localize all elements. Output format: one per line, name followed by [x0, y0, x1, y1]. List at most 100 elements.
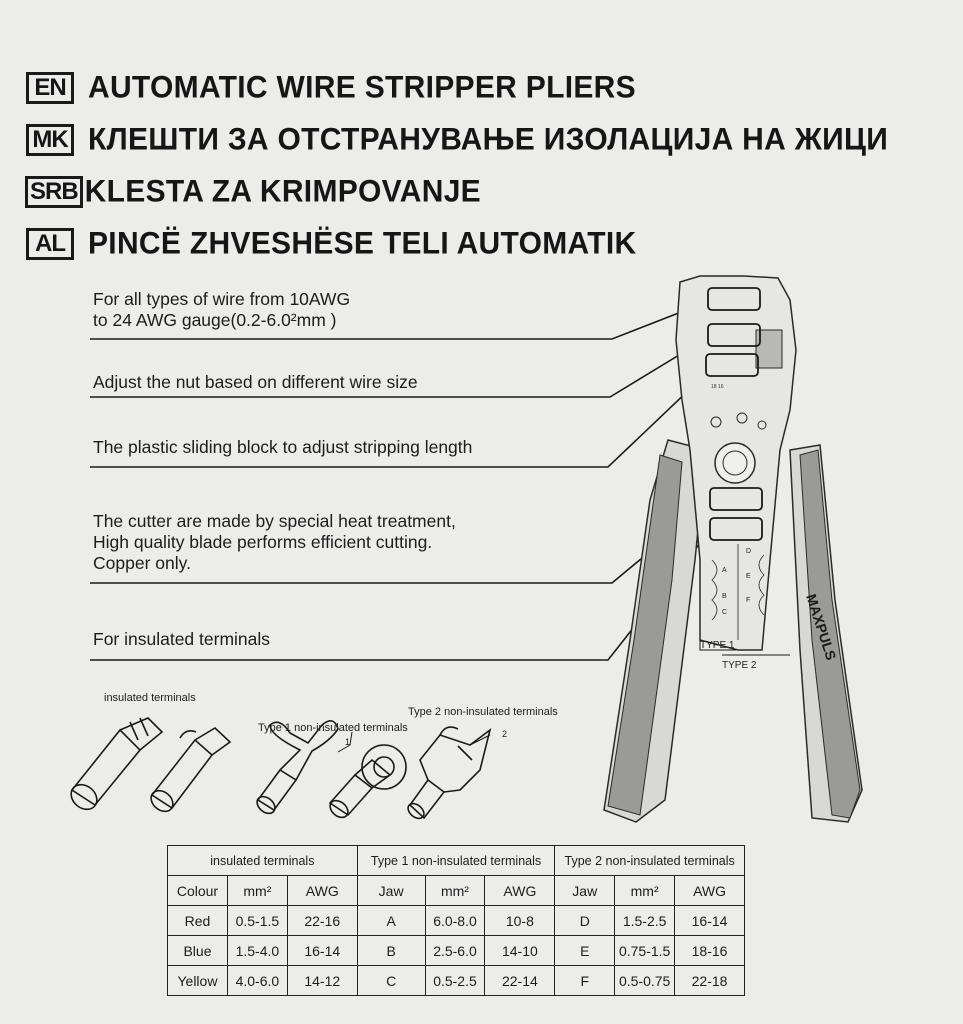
jaw-letter-c: C — [722, 609, 727, 616]
col-mm2-type2: mm² — [614, 875, 676, 906]
jaw-letter-b: B — [722, 593, 727, 600]
cell-mm2: 6.0-8.0 — [424, 905, 486, 936]
cell-awg: 22-18 — [674, 965, 745, 996]
jaw-letters: A B C D E F — [722, 548, 751, 616]
callout-boxes — [705, 287, 763, 541]
cell-awg: 18-16 — [674, 935, 745, 966]
title-text-en: AUTOMATIC WIRE STRIPPER PLIERS — [88, 70, 636, 105]
group-type2: Type 2 non-insulated terminals — [554, 845, 745, 876]
cell-mm2: 0.5-1.5 — [226, 905, 288, 936]
cell-jaw: D — [554, 905, 616, 936]
callout-cutter: The cutter are made by special heat trea… — [93, 511, 456, 574]
cell-awg: 14-12 — [286, 965, 358, 996]
callout-cutter-line2: High quality blade performs efficient cu… — [93, 532, 433, 552]
jaw-letter-d: D — [746, 548, 751, 555]
terminal-spec-table: insulated terminals Type 1 non-insulated… — [167, 845, 745, 996]
group-insulated: insulated terminals — [167, 845, 358, 876]
cell-colour: Yellow — [167, 965, 228, 996]
label-type2-terminals: Type 2 non-insulated terminals — [408, 706, 558, 718]
cell-jaw: F — [554, 965, 616, 996]
cell-jaw: B — [356, 935, 426, 966]
gauge-marks: 18 16 — [711, 384, 724, 390]
title-al: AL PINCË ZHVESHËSE TELI AUTOMATIK — [26, 218, 888, 270]
terminal-illustrations — [70, 717, 492, 820]
cell-awg: 22-14 — [484, 965, 556, 996]
cell-jaw: E — [554, 935, 616, 966]
table-row: Red 0.5-1.5 22-16 A 6.0-8.0 10-8 D 1.5-2… — [167, 905, 745, 936]
cell-mm2: 0.5-0.75 — [614, 965, 676, 996]
cell-colour: Red — [167, 905, 228, 936]
col-mm2-type1: mm² — [424, 875, 486, 906]
type2-label: TYPE 2 — [722, 660, 757, 671]
cell-jaw: A — [356, 905, 426, 936]
fork-terminal — [256, 720, 339, 815]
cell-mm2: 0.5-2.5 — [424, 965, 486, 996]
callout-cutter-line1: The cutter are made by special heat trea… — [93, 511, 456, 531]
cell-awg: 10-8 — [484, 905, 556, 936]
pivot-bolt — [714, 442, 756, 484]
callout-cutter-line3: Copper only. — [93, 553, 191, 573]
cell-mm2: 2.5-6.0 — [424, 935, 486, 966]
insulated-terminal-2 — [150, 727, 232, 813]
col-colour: Colour — [167, 875, 228, 906]
title-text-srb: KLESTA ZA KRIMPOVANJE — [84, 174, 481, 209]
leader-line-cutter — [90, 499, 713, 584]
callout-sliding-block: The plastic sliding block to adjust stri… — [93, 437, 473, 457]
title-mk: MK КЛЕШТИ ЗА ОТСТРАНУВАЊЕ ИЗОЛАЦИЈА НА Ж… — [26, 114, 888, 166]
cell-mm2: 1.5-2.5 — [614, 905, 676, 936]
cell-mm2: 4.0-6.0 — [226, 965, 288, 996]
col-awg-insulated: AWG — [286, 875, 358, 906]
col-jaw-type1: Jaw — [356, 875, 426, 906]
left-grip — [607, 454, 683, 816]
callout-adjust-nut: Adjust the nut based on different wire s… — [93, 372, 418, 392]
label-marker-2: 2 — [502, 729, 508, 739]
spade-terminal — [407, 726, 492, 820]
title-srb: SRB KLESTA ZA KRIMPOVANJE — [25, 166, 888, 218]
title-text-mk: КЛЕШТИ ЗА ОТСТРАНУВАЊЕ ИЗОЛАЦИЈА НА ЖИЦИ — [88, 122, 889, 157]
cell-awg: 16-14 — [674, 905, 745, 936]
lang-badge-mk: MK — [26, 124, 74, 156]
type1-label: TYPE 1 — [700, 640, 735, 651]
leader-line-wire-range — [90, 299, 713, 340]
table-row: Blue 1.5-4.0 16-14 B 2.5-6.0 14-10 E 0.7… — [167, 935, 745, 966]
leader-line-sliding-block — [90, 367, 713, 468]
table-row: Yellow 4.0-6.0 14-12 C 0.5-2.5 22-14 F 0… — [167, 965, 745, 996]
group-type1: Type 1 non-insulated terminals — [356, 845, 556, 876]
table-column-header: Colour mm² AWG Jaw mm² AWG Jaw mm² AWG — [167, 875, 745, 906]
callout-insulated-terminals: For insulated terminals — [93, 629, 271, 649]
col-awg-type1: AWG — [484, 875, 556, 906]
lang-badge-en: EN — [26, 72, 74, 104]
ring-terminal — [328, 744, 407, 819]
cell-awg: 16-14 — [286, 935, 358, 966]
jaw-letter-a: A — [722, 567, 727, 574]
title-en: EN AUTOMATIC WIRE STRIPPER PLIERS — [26, 62, 888, 114]
title-text-al: PINCË ZHVESHËSE TELI AUTOMATIK — [88, 226, 637, 261]
cell-mm2: 0.75-1.5 — [614, 935, 676, 966]
label-marker-1: 1 — [345, 737, 351, 747]
cell-colour: Blue — [167, 935, 228, 966]
wire-stripper-pliers: 18 16 A B C D E F — [603, 275, 863, 823]
crimp-jaws — [711, 544, 765, 640]
leader-line-insulated — [90, 527, 713, 661]
label-insulated-terminals: insulated terminals — [104, 692, 196, 704]
col-jaw-type2: Jaw — [554, 875, 616, 906]
cell-awg: 22-16 — [286, 905, 358, 936]
lang-badge-srb: SRB — [25, 176, 83, 208]
callout-wire-range-line1: For all types of wire from 10AWG — [93, 289, 351, 309]
lang-badge-al: AL — [26, 228, 74, 260]
callout-wire-range: For all types of wire from 10AWG to 24 A… — [93, 289, 350, 331]
callout-wire-range-line2: to 24 AWG gauge(0.2-6.0²mm ) — [93, 310, 337, 330]
cell-mm2: 1.5-4.0 — [226, 935, 288, 966]
table-group-header: insulated terminals Type 1 non-insulated… — [167, 845, 745, 876]
cell-jaw: C — [356, 965, 426, 996]
insulated-terminal-1 — [70, 717, 164, 811]
jaw-letter-f: F — [746, 597, 750, 604]
leader-lines — [90, 299, 713, 661]
leader-line-adjust-nut — [90, 334, 713, 398]
cell-awg: 14-10 — [484, 935, 556, 966]
col-awg-type2: AWG — [674, 875, 745, 906]
jaw-letter-e: E — [746, 573, 751, 580]
col-mm2-insulated: mm² — [226, 875, 288, 906]
